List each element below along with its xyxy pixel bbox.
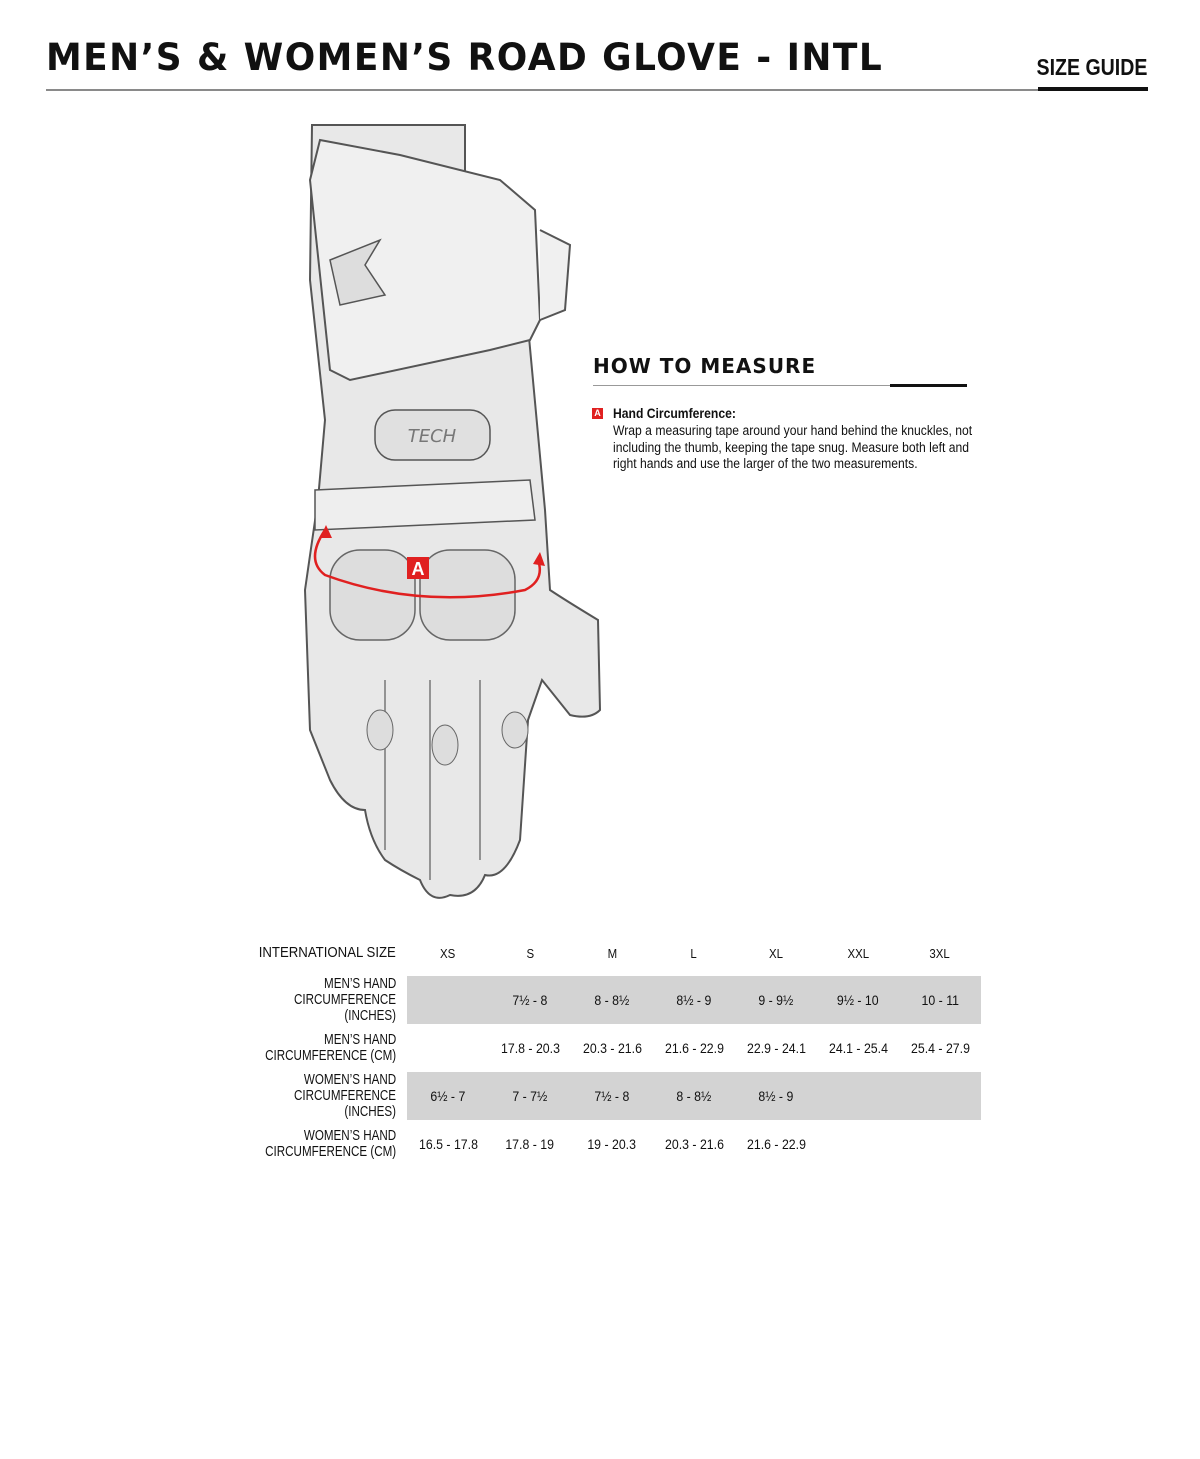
size-guide-underline	[1038, 87, 1148, 91]
size-xxl: XXL	[847, 945, 869, 961]
table-cell: 25.4 - 27.9	[910, 1040, 970, 1056]
table-cell: 17.8 - 19	[505, 1136, 555, 1152]
row-label-line-2: CIRCUMFERENCE (CM)	[265, 1143, 396, 1160]
table-cell: 10 - 11	[921, 992, 959, 1008]
table-cell: 19 - 20.3	[587, 1136, 637, 1152]
size-xl: XL	[769, 945, 783, 961]
table-cell: 21.6 - 22.9	[664, 1040, 724, 1056]
page-title: MEN’S & WOMEN’S ROAD GLOVE - INTL	[46, 36, 884, 79]
heading-accent-bar	[890, 384, 967, 387]
header-divider	[46, 89, 1148, 91]
row-label-line-1: MEN’S HAND	[323, 975, 396, 992]
table-cell: 17.8 - 20.3	[500, 1040, 560, 1056]
measuring-tape-line	[313, 529, 542, 599]
marker-a-label: A	[412, 559, 425, 579]
table-cell: 16.5 - 17.8	[418, 1136, 478, 1152]
table-cell: 6½ - 7	[430, 1088, 466, 1104]
size-m: M	[607, 945, 617, 961]
table-cell: 20.3 - 21.6	[664, 1136, 724, 1152]
row-label-line-1: WOMEN’S HAND	[303, 1071, 396, 1088]
size-table: INTERNATIONAL SIZE XS S M L XL XXL 3XL M…	[220, 930, 981, 1168]
table-cell: 20.3 - 21.6	[582, 1040, 642, 1056]
glove-logo: TECH	[408, 426, 457, 447]
hand-circumference-description: Wrap a measuring tape around your hand b…	[613, 423, 973, 471]
size-xs: XS	[440, 945, 456, 961]
row-label-line-2: CIRCUMFERENCE (INCHES)	[294, 1087, 396, 1120]
table-cell: 9½ - 10	[837, 992, 879, 1008]
size-3xl: 3XL	[929, 945, 951, 961]
table-cell: 8 - 8½	[676, 1088, 712, 1104]
table-cell: 9 - 9½	[758, 992, 794, 1008]
row-label-line-1: WOMEN’S HAND	[303, 1127, 396, 1144]
row-label-line-2: CIRCUMFERENCE (INCHES)	[294, 991, 396, 1024]
table-cell: 24.1 - 25.4	[828, 1040, 888, 1056]
table-cell: 7½ - 8	[512, 992, 548, 1008]
table-cell: 8 - 8½	[594, 992, 630, 1008]
hand-circumference-title: Hand Circumference:	[613, 406, 736, 421]
table-cell: 8½ - 9	[676, 992, 712, 1008]
size-header-label: INTERNATIONAL SIZE	[258, 944, 396, 961]
row-label-line-1: MEN’S HAND	[323, 1031, 396, 1048]
table-cell: 8½ - 9	[758, 1088, 794, 1104]
heading-divider	[593, 385, 967, 386]
size-s: S	[526, 945, 534, 961]
size-header-row: INTERNATIONAL SIZE XS S M L XL XXL 3XL	[220, 930, 981, 976]
marker-a-badge	[407, 557, 429, 579]
table-cell: 22.9 - 24.1	[746, 1040, 806, 1056]
table-cell: 7 - 7½	[512, 1088, 548, 1104]
marker-a-icon: A	[592, 408, 603, 419]
glove-illustration: TECH A	[303, 124, 602, 899]
size-guide-label: SIZE GUIDE	[1036, 54, 1147, 80]
how-to-measure-heading: HOW TO MEASURE	[593, 354, 817, 378]
table-cell: 21.6 - 22.9	[746, 1136, 806, 1152]
table-cell: 7½ - 8	[594, 1088, 630, 1104]
size-l: L	[690, 945, 698, 961]
row-label-line-2: CIRCUMFERENCE (CM)	[265, 1047, 396, 1064]
